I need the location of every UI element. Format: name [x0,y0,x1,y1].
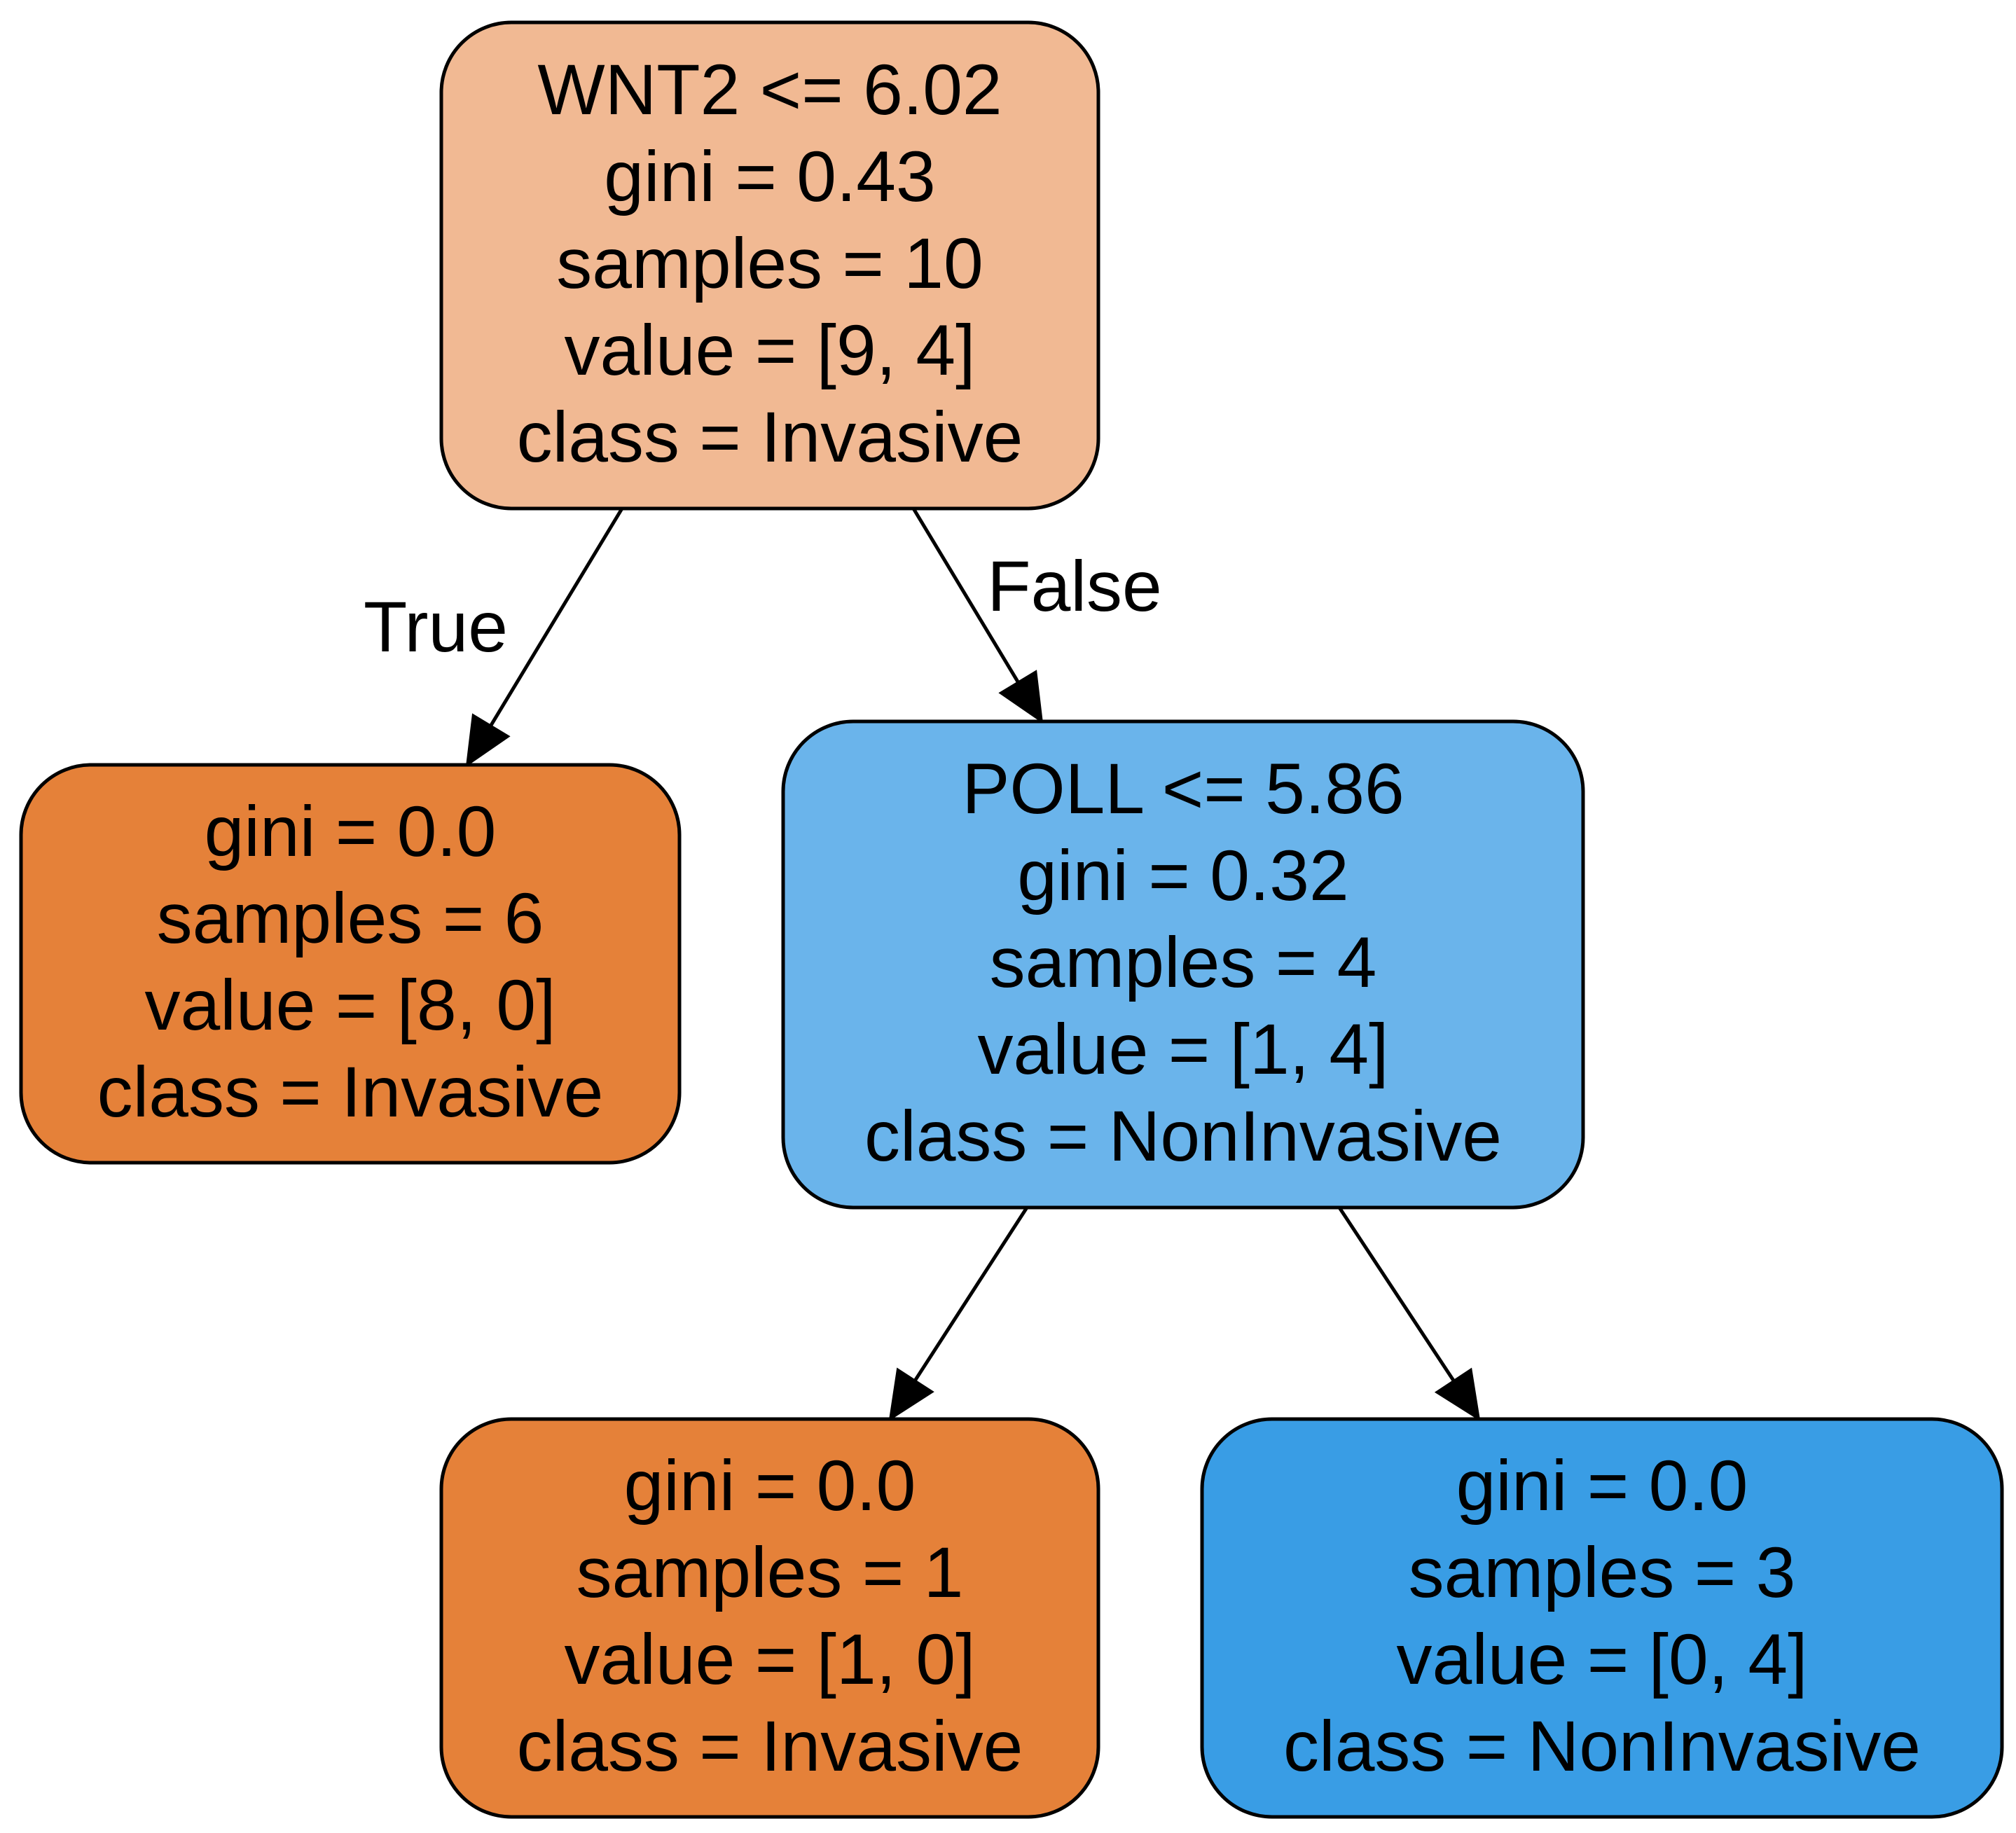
node-text-line: samples = 3 [1409,1533,1796,1612]
edge-line [1337,1206,1456,1383]
node-text-line: gini = 0.0 [624,1446,916,1526]
node-text-line: gini = 0.0 [205,791,497,871]
node-text-line: gini = 0.0 [1456,1446,1748,1526]
node-text-line: value = [8, 0] [145,965,556,1045]
node-box [439,1417,1100,1819]
edge-label-true: True [364,587,508,667]
node-box [439,20,1100,511]
node-text-line: value = [1, 0] [565,1619,976,1699]
node-text-line: value = [0, 4] [1397,1619,1808,1699]
arrowhead-icon [465,713,511,768]
node-box [1200,1417,2004,1819]
edge-n0-n2: False [911,507,1162,724]
node-text-line: class = Invasive [517,397,1023,477]
node-text-line: class = Invasive [517,1706,1023,1786]
node-box [781,719,1585,1210]
node-text-line: class = NonInvasive [1283,1706,1921,1786]
edge-label-false: False [987,546,1161,626]
edges-layer: True False [364,507,1481,1422]
node-text-line: samples = 10 [556,223,983,303]
node-text-line: gini = 0.32 [1017,836,1349,915]
node-box [19,763,682,1165]
node-text-line: class = Invasive [97,1052,604,1132]
node-text-line: class = NonInvasive [864,1096,1502,1176]
edge-n2-n3 [888,1206,1029,1422]
edge-n0-n1: True [364,507,624,768]
edge-line [911,507,1021,684]
node-text-line: value = [9, 4] [565,310,976,390]
arrowhead-icon [998,670,1044,724]
node-text-line: samples = 1 [577,1533,964,1612]
arrowhead-icon [888,1367,934,1422]
edge-line [488,507,624,728]
node-text-line: POLL <= 5.86 [962,749,1404,829]
node-text-line: value = [1, 4] [978,1009,1389,1089]
edge-n2-n4 [1337,1206,1481,1422]
node-text-line: samples = 4 [990,922,1377,1002]
node-text-line: WNT2 <= 6.02 [537,50,1002,130]
node-text-line: gini = 0.43 [604,137,936,216]
node-text-line: samples = 6 [157,878,544,958]
edge-line [913,1206,1029,1383]
arrowhead-icon [1434,1367,1481,1422]
